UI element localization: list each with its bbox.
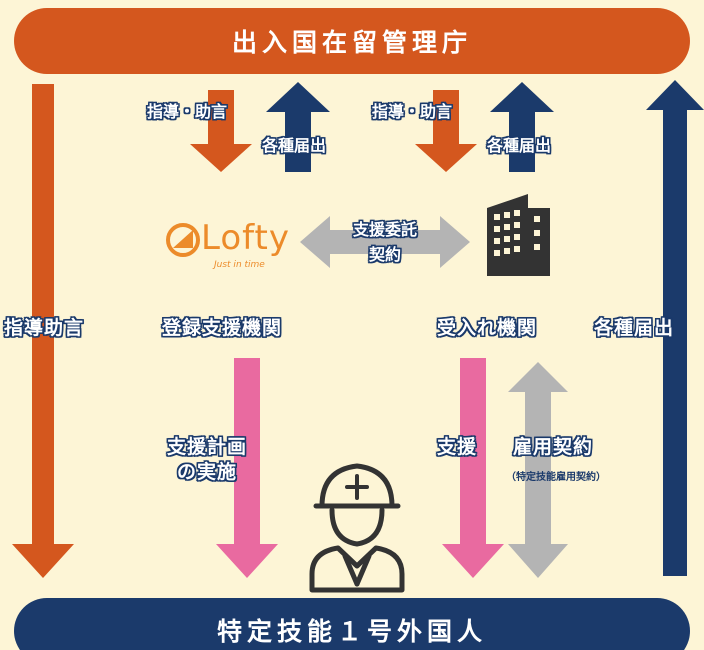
host-support-arrow — [442, 358, 504, 578]
top-banner — [14, 8, 690, 74]
right-notification-label: 各種届出 — [594, 317, 675, 339]
lofty-logo-tagline: Just in time — [214, 260, 265, 270]
agency-notification-arrow — [266, 82, 330, 172]
host-guidance-arrow — [415, 90, 477, 172]
support-plan-label-line2: の実施 — [176, 461, 237, 483]
employment-contract-label: 雇用契約 — [513, 436, 594, 458]
registered-agency-title: 登録支援機関 — [162, 317, 283, 339]
lofty-logo-word: Lofty — [201, 218, 290, 258]
agency-guidance-arrow — [190, 90, 252, 172]
bottom-banner — [14, 598, 690, 650]
agency-support-arrow — [216, 358, 278, 578]
outsourcing-label-line1: 支援委託 — [352, 220, 417, 239]
employment-arrow — [508, 362, 568, 578]
specified-skilled-worker-title: 特定技能１号外国人 — [216, 617, 487, 646]
support-plan-label-line1: 支援計画 — [166, 436, 247, 458]
outsourcing-label-line2: 契約 — [368, 245, 401, 264]
host-notification-label: 各種届出 — [487, 136, 552, 155]
host-notification-arrow — [490, 82, 554, 172]
right-notification-arrow — [646, 80, 704, 576]
host-guidance-label: 指導・助言 — [372, 102, 453, 121]
agency-notification-label: 各種届出 — [262, 136, 327, 155]
lofty-logo-mark — [166, 223, 200, 257]
immigration-agency-title: 出入国在留管理庁 — [231, 28, 472, 57]
host-support-label: 支援 — [437, 436, 478, 458]
outsourcing-arrow — [300, 216, 470, 268]
left-guidance-label: 指導助言 — [4, 317, 85, 339]
left-guidance-arrow — [12, 84, 74, 578]
host-org-title: 受入れ機関 — [437, 317, 538, 339]
worker-icon — [309, 463, 405, 593]
employment-contract-note: （特定技能雇用契約） — [506, 472, 606, 483]
agency-guidance-label: 指導・助言 — [147, 102, 228, 121]
building-icon — [487, 194, 550, 276]
